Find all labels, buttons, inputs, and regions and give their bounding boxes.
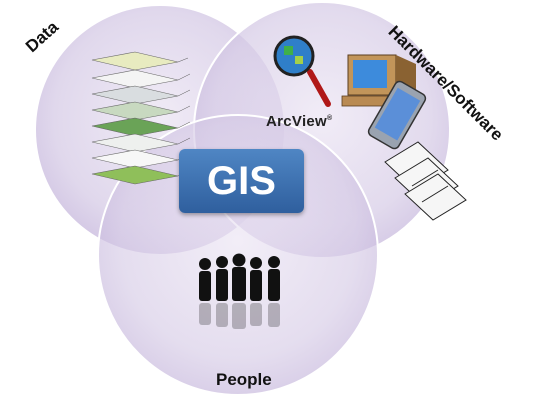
people-label: People — [216, 370, 272, 389]
arcview-text: ArcView — [266, 113, 328, 130]
gis-label: GIS — [207, 158, 276, 203]
magnifier-map-icon — [273, 35, 331, 107]
map-layers-stack-icon — [91, 51, 191, 185]
smartphone-icon — [367, 80, 427, 150]
gis-center-box: GIS — [179, 149, 304, 213]
floppy-disks-icon — [384, 141, 467, 221]
registered-mark: ® — [327, 115, 333, 122]
arcview-label: ArcView® — [266, 113, 333, 130]
people-silhouettes-icon — [199, 253, 280, 329]
